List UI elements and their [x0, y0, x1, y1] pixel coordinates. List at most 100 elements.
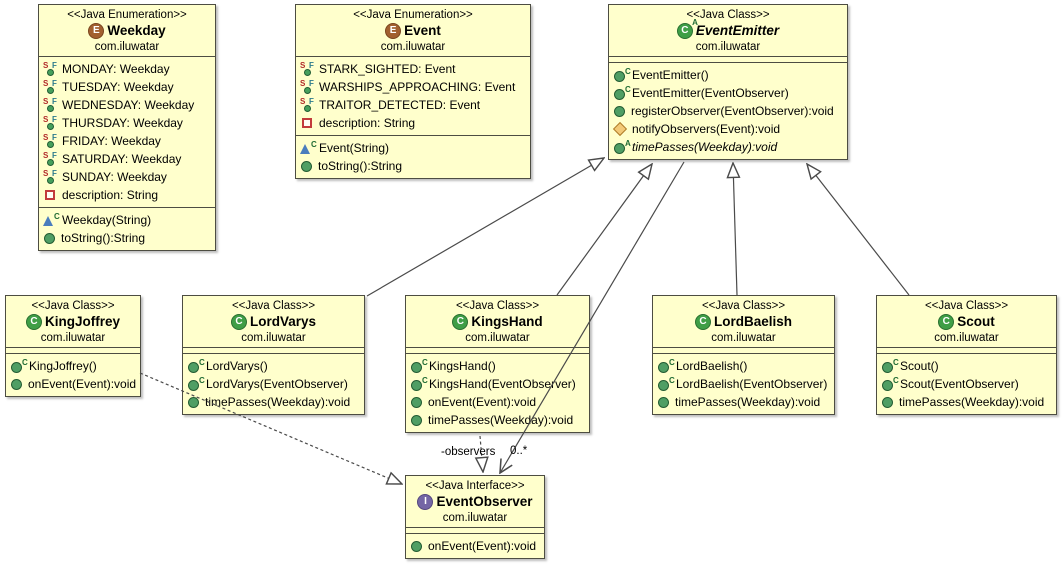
class-box-eventemitter: <<Java Class>> C EventEmitter com.iluwat…	[608, 4, 848, 160]
interface-box-eventobserver: <<Java Interface>> I EventObserver com.i…	[405, 475, 545, 559]
method-text: onEvent(Event):void	[428, 539, 537, 553]
method-text: onEvent(Event):void	[428, 395, 537, 409]
class-box-lordbaelish: <<Java Class>> C LordBaelish com.iluwata…	[652, 295, 835, 415]
static-final-field-icon	[43, 133, 59, 148]
public-method-icon	[188, 396, 199, 408]
methods-compartment: Event(String) toString():String	[296, 135, 530, 178]
field-text: SATURDAY: Weekday	[62, 152, 182, 166]
field-row: SATURDAY: Weekday	[39, 150, 215, 168]
association-multiplicity-label: 0..*	[510, 445, 528, 457]
method-row: timePasses(Weekday):void	[183, 393, 364, 411]
enum-icon: E	[88, 23, 105, 39]
methods-compartment: KingsHand() KingsHand(EventObserver) onE…	[406, 353, 589, 432]
package-name: com.iluwatar	[94, 41, 160, 53]
public-method-icon	[44, 232, 55, 244]
class-title: <<Java Class>> C EventEmitter com.iluwat…	[609, 5, 847, 56]
class-title: <<Java Interface>> I EventObserver com.i…	[406, 476, 544, 527]
public-constructor-icon	[881, 358, 899, 373]
class-icon: C	[25, 314, 42, 330]
generalization-lordbaelish-eventemitter	[733, 163, 737, 296]
public-constructor-icon	[410, 376, 428, 391]
field-text: STARK_SIGHTED: Event	[319, 62, 456, 76]
method-row: Scout(EventObserver)	[877, 375, 1056, 393]
method-text: onEvent(Event):void	[28, 377, 137, 391]
field-row: STARK_SIGHTED: Event	[296, 60, 530, 78]
static-final-field-icon	[43, 97, 59, 112]
package-name: com.iluwatar	[40, 332, 106, 344]
method-row: onEvent(Event):void	[6, 375, 140, 393]
class-title: <<Java Class>> C LordBaelish com.iluwata…	[653, 296, 834, 347]
fields-compartment	[406, 527, 544, 533]
stereotype: <<Java Class>>	[701, 300, 786, 312]
fields-compartment	[406, 347, 589, 353]
class-box-kingjoffrey: <<Java Class>> C KingJoffrey com.iluwata…	[5, 295, 141, 397]
field-text: SUNDAY: Weekday	[62, 170, 167, 184]
stereotype: <<Java Class>>	[31, 300, 115, 312]
field-text: THURSDAY: Weekday	[62, 116, 183, 130]
package-name: com.iluwatar	[380, 41, 446, 53]
field-text: description: String	[62, 188, 159, 202]
field-text: MONDAY: Weekday	[62, 62, 170, 76]
static-final-field-icon	[43, 169, 59, 184]
public-method-icon	[411, 396, 422, 408]
generalization-kingshand-eventemitter	[556, 164, 652, 296]
method-text: KingsHand()	[429, 359, 496, 373]
field-row: WARSHIPS_APPROACHING: Event	[296, 78, 530, 96]
method-row: Event(String)	[296, 139, 530, 157]
field-row: TUESDAY: Weekday	[39, 78, 215, 96]
package-name: com.iluwatar	[442, 512, 508, 524]
class-title: <<Java Class>> C KingsHand com.iluwatar	[406, 296, 589, 347]
class-name: KingJoffrey	[44, 314, 120, 329]
field-text: WARSHIPS_APPROACHING: Event	[319, 80, 516, 94]
method-text: timePasses(Weekday):void	[428, 413, 574, 427]
field-row: TRAITOR_DETECTED: Event	[296, 96, 530, 114]
private-field-icon	[45, 190, 55, 200]
fields-compartment: MONDAY: Weekday TUESDAY: Weekday WEDNESD…	[39, 56, 215, 207]
class-icon: C	[694, 314, 711, 330]
static-final-field-icon	[43, 79, 59, 94]
method-text: Scout()	[900, 359, 939, 373]
methods-compartment: Weekday(String) toString():String	[39, 207, 215, 250]
field-row: WEDNESDAY: Weekday	[39, 96, 215, 114]
method-row: KingsHand()	[406, 357, 589, 375]
stereotype: <<Java Class>>	[455, 300, 540, 312]
class-icon: C	[938, 314, 955, 330]
package-name: com.iluwatar	[465, 332, 530, 344]
fields-compartment	[183, 347, 364, 353]
class-icon: C	[452, 314, 469, 330]
method-row: registerObserver(EventObserver):void	[609, 102, 847, 120]
field-row: description: String	[296, 114, 530, 132]
methods-compartment: Scout() Scout(EventObserver) timePasses(…	[877, 353, 1056, 414]
public-constructor-icon	[187, 358, 205, 373]
abstract-method-icon	[613, 139, 631, 154]
method-text: Event(String)	[319, 141, 390, 155]
package-name: com.iluwatar	[241, 332, 306, 344]
public-method-icon	[411, 414, 422, 426]
method-row: toString():String	[39, 229, 215, 247]
stereotype: <<Java Class>>	[231, 300, 316, 312]
protected-method-icon	[612, 121, 628, 137]
fields-compartment	[609, 56, 847, 62]
class-title: <<Java Class>> C LordVarys com.iluwatar	[183, 296, 364, 347]
fields-compartment	[877, 347, 1056, 353]
class-box-weekday: <<Java Enumeration>> E Weekday com.iluwa…	[38, 4, 216, 251]
methods-compartment: EventEmitter() EventEmitter(EventObserve…	[609, 62, 847, 159]
method-text: EventEmitter(EventObserver)	[632, 86, 789, 100]
method-text: LordVarys(EventObserver)	[206, 377, 348, 391]
enum-icon: E	[385, 23, 402, 39]
public-constructor-icon	[881, 376, 899, 391]
method-text: timePasses(Weekday):void	[205, 395, 351, 409]
methods-compartment: KingJoffrey() onEvent(Event):void	[6, 353, 140, 396]
method-row: onEvent(Event):void	[406, 537, 544, 555]
package-constructor-icon	[300, 140, 317, 155]
method-row: KingJoffrey()	[6, 357, 140, 375]
method-text: LordVarys()	[206, 359, 268, 373]
field-row: MONDAY: Weekday	[39, 60, 215, 78]
method-row: notifyObservers(Event):void	[609, 120, 847, 138]
method-text: timePasses(Weekday):void	[632, 140, 778, 154]
class-name: EventEmitter	[695, 23, 780, 38]
method-row: Scout()	[877, 357, 1056, 375]
fields-compartment	[6, 347, 140, 353]
field-row: FRIDAY: Weekday	[39, 132, 215, 150]
